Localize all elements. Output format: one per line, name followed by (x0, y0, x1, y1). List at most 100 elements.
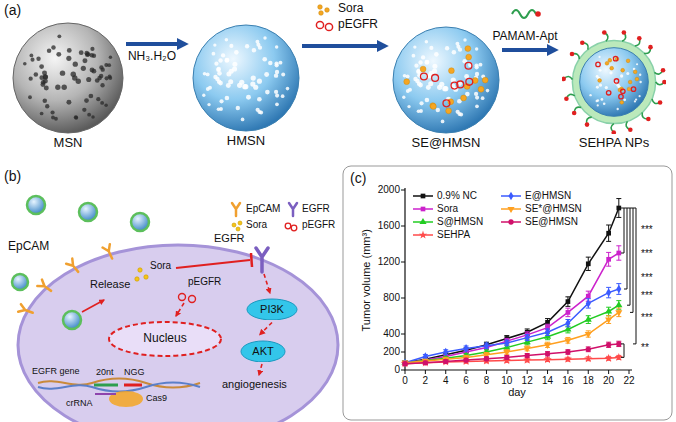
icon-label: EGFR (302, 203, 330, 215)
data-marker (525, 353, 530, 358)
particle-detail (456, 110, 460, 114)
signal-arrow (176, 303, 184, 316)
graphic (318, 5, 323, 10)
particle-detail (274, 73, 278, 77)
graphic (12, 274, 28, 290)
process-arrow (126, 42, 178, 46)
particle-detail (609, 71, 612, 74)
particle-detail (421, 55, 425, 59)
particle-detail (208, 86, 212, 90)
data-series (403, 246, 622, 365)
particle-detail (408, 88, 412, 92)
particle-detail (99, 74, 103, 78)
particle-detail (274, 61, 278, 65)
panel-letter: (c) (350, 170, 366, 186)
legend-swatch (500, 204, 522, 214)
particle-detail (73, 62, 78, 67)
graphic (144, 275, 148, 279)
node-label: MSN (54, 136, 83, 151)
series-line (405, 344, 619, 364)
data-marker (423, 360, 428, 365)
particle-detail (452, 50, 457, 55)
error-bar (606, 252, 611, 266)
particle-detail (100, 101, 104, 105)
data-marker (615, 301, 622, 307)
error-bar (403, 362, 408, 365)
legend-swatch (412, 204, 434, 214)
particle-drawing (392, 26, 500, 134)
error-bar (423, 361, 428, 364)
particle-detail (91, 115, 95, 119)
data-marker (442, 357, 449, 363)
particle-detail (246, 95, 251, 100)
particle-detail (425, 60, 430, 65)
particle-detail (100, 83, 104, 87)
particle-detail (430, 103, 436, 109)
particle-detail (193, 25, 299, 131)
data-marker (443, 348, 448, 357)
part-label: crRNA (66, 398, 93, 408)
part-label: pEGFR (188, 276, 221, 288)
axis-tick: 18 (583, 375, 594, 387)
axis-tick: 14 (542, 375, 553, 387)
legend-item: SE@HMSN (500, 216, 578, 227)
axis-line (405, 188, 632, 370)
particle-detail (486, 89, 490, 93)
sora-icon (318, 5, 330, 16)
particle-detail (95, 78, 100, 83)
particle-detail (432, 68, 437, 73)
particle-detail (648, 45, 653, 50)
error-bar (586, 299, 591, 308)
significance-mark: ** (641, 342, 649, 354)
inhibition-line (176, 260, 250, 268)
particle-detail (589, 94, 591, 96)
panel-frame (343, 166, 672, 420)
legend-item: SE*@HMSN (500, 203, 582, 214)
particle-detail (66, 100, 71, 105)
data-marker (586, 347, 591, 352)
data-marker (586, 261, 591, 266)
particle-detail (610, 66, 614, 70)
part-label: EGFR (214, 232, 245, 245)
particle-node: SEHPA NPs (562, 30, 666, 151)
legend-swatch (412, 191, 434, 201)
particle-detail (217, 71, 222, 76)
particle-detail (620, 74, 623, 77)
node-label: HMSN (227, 134, 265, 149)
particle-detail (614, 79, 618, 83)
data-marker (464, 344, 469, 353)
particle-detail (218, 58, 222, 62)
particle-detail (66, 56, 71, 61)
particle-detail (596, 62, 600, 66)
particle-detail (628, 127, 633, 132)
particle-detail (465, 62, 472, 69)
particle-detail (432, 64, 437, 69)
graphic (232, 203, 240, 216)
particle-detail (404, 79, 410, 85)
icon-label: EpCAM (246, 203, 280, 215)
particle-detail (564, 96, 569, 101)
particle-detail (393, 27, 499, 133)
graphic (63, 311, 81, 329)
significance-mark: *** (641, 312, 653, 324)
particle-detail (617, 108, 619, 110)
particle-detail (446, 108, 452, 114)
particle-detail (635, 98, 637, 100)
particle-detail (580, 40, 585, 45)
particle-detail (658, 100, 663, 105)
tick-mark (466, 370, 467, 374)
legend-icons (232, 203, 297, 231)
particle-detail (430, 103, 436, 109)
error-bar (484, 357, 489, 361)
pathway-node: AKT (240, 340, 286, 363)
graphic (419, 217, 426, 223)
particle-detail (74, 115, 78, 119)
data-marker (545, 328, 550, 337)
particle-detail (213, 75, 217, 79)
data-marker (565, 319, 570, 328)
particle-detail (436, 108, 440, 112)
data-marker (604, 354, 612, 362)
error-bar (606, 287, 611, 297)
particle-detail (448, 99, 454, 105)
